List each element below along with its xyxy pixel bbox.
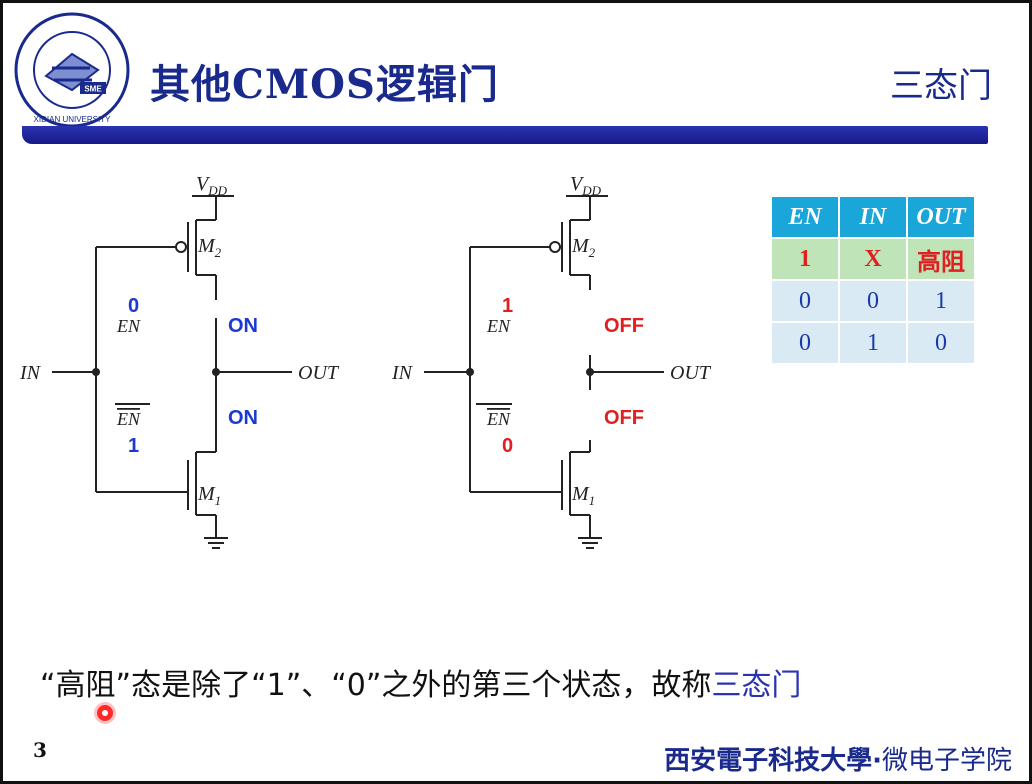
in-node-right <box>466 368 474 376</box>
m2-bubble <box>175 241 187 253</box>
en-value-left: 0 <box>128 295 139 317</box>
left-circuit <box>52 195 292 549</box>
table-cell: 1 <box>770 237 840 281</box>
out-label-right: OUT <box>670 362 712 384</box>
table-cell: 0 <box>770 279 840 323</box>
slide-title: 其他CMOS逻辑门 <box>150 61 499 108</box>
out-node-right <box>586 368 594 376</box>
caption-accent: 三态门 <box>711 668 802 703</box>
header-in: IN <box>838 195 908 239</box>
table-cell: 0 <box>906 321 976 365</box>
out-node-left <box>212 368 220 376</box>
upper-state-right: OFF <box>604 315 644 337</box>
caption: “高阻”态是除了“1”、“0”之外的第三个状态，故称三态门 <box>40 660 801 704</box>
en-label-left: EN <box>116 316 141 336</box>
slide-subtitle: 三态门 <box>890 66 992 106</box>
table-cell: 0 <box>770 321 840 365</box>
footer-department: 微电子学院 <box>881 746 1012 776</box>
table-row: 1 X 高阻 <box>770 237 976 281</box>
tristate-circuit: VDD M2 M1 IN OUT EN EN VDD M2 M1 IN OUT … <box>19 173 712 549</box>
in-label-right: IN <box>391 362 414 384</box>
table-cell: 1 <box>906 279 976 323</box>
lower-state-right: OFF <box>604 407 644 429</box>
footer-separator: · <box>872 746 882 776</box>
in-node-left <box>92 368 100 376</box>
lower-state-left: ON <box>228 407 258 429</box>
truth-table: EN IN OUT 1 X 高阻 0 0 1 0 1 0 <box>770 195 976 365</box>
logo-badge: SME <box>84 85 102 94</box>
logo-text: XIDIAN UNIVERSITY <box>34 115 112 124</box>
en-label-right: EN <box>486 316 511 336</box>
header-out: OUT <box>906 195 976 239</box>
m2-label-right: M2 <box>571 235 596 260</box>
header-en: EN <box>770 195 840 239</box>
m1-label-right: M1 <box>571 483 595 508</box>
en-value-right: 1 <box>502 295 513 317</box>
page-number: 3 <box>33 738 47 762</box>
enbar-value-left: 1 <box>128 435 139 457</box>
enbar-value-right: 0 <box>502 435 513 457</box>
caption-text: “高阻”态是除了“1”、“0”之外的第三个状态，故称 <box>40 668 712 703</box>
enbar-label-left: EN <box>116 409 141 429</box>
enbar-label-right: EN <box>486 409 511 429</box>
table-cell: 1 <box>838 321 908 365</box>
title-bar <box>22 126 988 144</box>
m2-label-left: M2 <box>197 235 222 260</box>
table-cell: 0 <box>838 279 908 323</box>
upper-state-left: ON <box>228 315 258 337</box>
vdd-label-right: VDD <box>570 173 602 198</box>
m1-label-left: M1 <box>197 483 221 508</box>
table-row: 0 0 1 <box>770 279 976 323</box>
out-label-left: OUT <box>298 362 340 384</box>
laser-pointer-icon <box>97 705 113 721</box>
footer-university: 西安電子科技大學 <box>664 746 873 776</box>
vdd-label-left: VDD <box>196 173 228 198</box>
right-circuit <box>424 195 664 549</box>
university-logo: SME XIDIAN UNIVERSITY <box>14 12 130 128</box>
table-cell: 高阻 <box>906 237 976 281</box>
in-label-left: IN <box>19 362 42 384</box>
table-cell: X <box>838 237 908 281</box>
table-row: 0 1 0 <box>770 321 976 365</box>
truth-table-header: EN IN OUT <box>770 195 976 239</box>
footer: 西安電子科技大學·微电子学院 <box>664 740 1012 777</box>
